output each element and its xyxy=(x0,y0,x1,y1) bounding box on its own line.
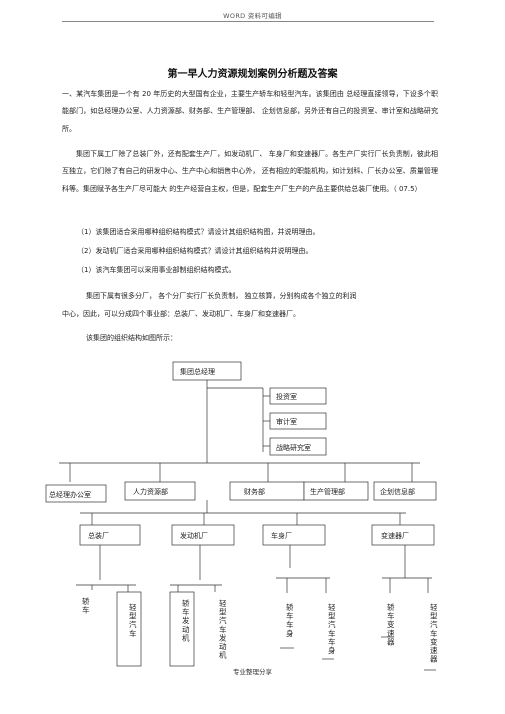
org-div-3-label: 车身厂 xyxy=(271,531,292,540)
org-box-product-3 xyxy=(169,591,195,667)
answer-1: （1）该汽车集团可以采用事业部制组织结构模式。 xyxy=(77,266,236,274)
org-box-func-3 xyxy=(303,481,369,501)
org-product-7-label: 轿车变速器 xyxy=(387,602,395,646)
org-product-3-label: 轿车发动机 xyxy=(182,598,190,642)
org-office-label: 总经理办公室 xyxy=(49,490,91,499)
paragraph-1: 一、某汽车集团是一个有 20 年历史的大型国有企业，主要生产轿车和轻型汽车。该集… xyxy=(62,90,438,133)
org-box-func-2 xyxy=(229,481,305,501)
org-func-3-label: 生产管理部 xyxy=(310,487,345,496)
question-1: （1）该集团适合采用哪种组织结构模式？请设计其组织结构图，并说明理由。 xyxy=(77,228,320,236)
org-product-4-label: 轻型汽车发动机 xyxy=(219,598,227,660)
org-div-2-label: 发动机厂 xyxy=(180,531,208,540)
org-box-staff-3 xyxy=(269,437,327,456)
document-title: 第一早人力资源规划案例分析题及答案 xyxy=(167,69,338,80)
org-staff-2-label: 审计室 xyxy=(276,417,297,426)
header-rule xyxy=(62,21,434,22)
org-product-5-label: 轿车车身 xyxy=(286,602,294,638)
org-div-1-label: 总装厂 xyxy=(88,531,109,540)
page-footer: 专业整理分享 xyxy=(233,668,272,676)
org-top-label: 集团总经理 xyxy=(180,367,215,376)
org-box-func-1 xyxy=(124,481,196,501)
org-box-div-3 xyxy=(262,524,326,546)
question-2: （2）发动机厂适合采用哪种组织结构模式？请设计其组织结构并说明理由。 xyxy=(77,247,313,255)
paragraph-4: 该集团的组织结构如图所示： xyxy=(86,334,177,342)
org-product-8-label: 轻型汽车变速器 xyxy=(430,602,438,664)
org-staff-3-label: 战略研究室 xyxy=(276,443,311,452)
paragraph-3-line-1: 集团下属有很多分厂， 各个分厂实行厂长负责制， 独立核算，分别构成各个独立的利润 xyxy=(86,292,357,300)
paragraph-3-line-2: 中心，因此，可以分成四个事业部：总装厂、发动机厂、车身厂和变速器厂。 xyxy=(62,310,300,318)
org-func-4-label: 企划信息部 xyxy=(380,487,415,496)
org-product-1-label: 轿车 xyxy=(82,596,90,615)
org-func-1-label: 人力资源部 xyxy=(133,487,168,496)
org-box-func-4 xyxy=(373,481,437,501)
paragraph-2: 集团下属工厂除了总装厂外，还有配套生产厂，如发动机厂、 车身厂和变速器厂。各生产… xyxy=(62,150,438,193)
org-box-office xyxy=(45,484,107,503)
org-box-staff-1 xyxy=(269,387,327,405)
org-product-2-label: 轻型汽车 xyxy=(129,602,137,638)
org-box-staff-2 xyxy=(269,412,327,430)
org-box-div-4 xyxy=(371,524,435,546)
org-box-product-2 xyxy=(116,591,142,667)
org-staff-1-label: 投资室 xyxy=(276,392,297,401)
org-box-div-2 xyxy=(171,524,235,546)
org-box-div-1 xyxy=(79,524,141,546)
org-product-6-label: 轻型汽车车身 xyxy=(328,602,336,655)
page-header: WORD 资料可编辑 xyxy=(223,12,282,20)
org-div-4-label: 变速器厂 xyxy=(381,531,409,540)
org-func-2-label: 财务部 xyxy=(244,487,265,496)
